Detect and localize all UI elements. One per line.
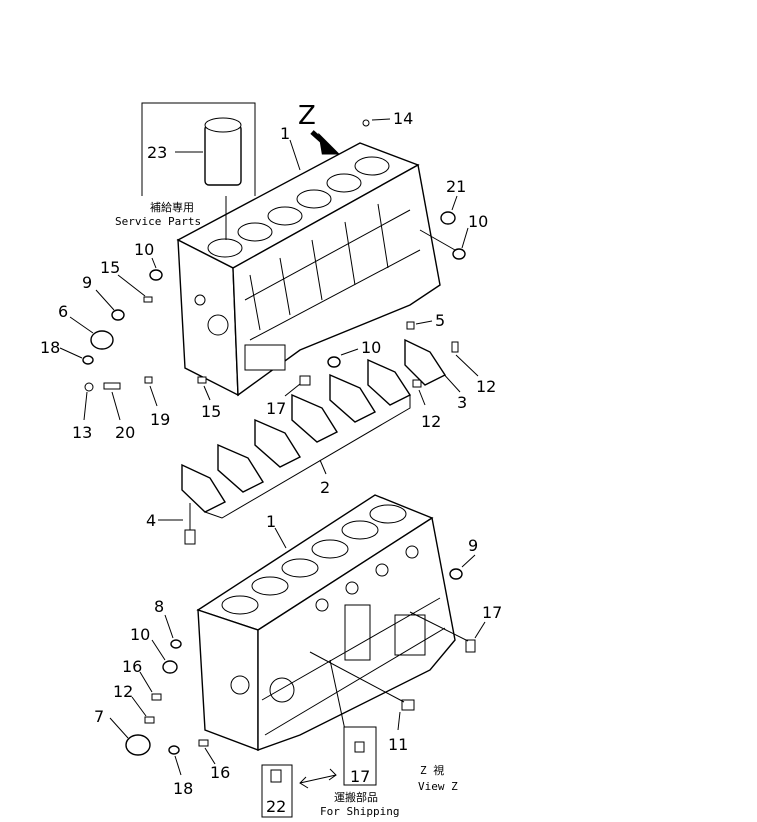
view-z-caption: Z 視 View Z [418,763,458,793]
main-bearing-caps: 2 [181,338,447,519]
label-11: 11 [388,735,408,754]
upper-labels: 1 14 21 10 10 15 9 6 18 13 20 [40,109,496,442]
exchange-arrow-icon [299,768,337,789]
label-2: 2 [320,478,330,497]
label-10-center: 10 [361,338,381,357]
label-17-upper: 17 [266,399,286,418]
label-20: 20 [115,423,135,442]
view-z-marker: Z [298,101,316,131]
label-13: 13 [72,423,92,442]
lower-labels: 1 9 17 8 10 16 12 7 18 16 11 [94,512,502,798]
shipping-jp: 運搬部品 [334,790,378,804]
view-z-arrow-icon [310,130,341,155]
label-18-lower: 18 [173,779,193,798]
service-parts-box: 23 補給専用 Service Parts [115,102,256,240]
upper-cylinder-block [176,142,441,397]
label-18-upper: 18 [40,338,60,357]
label-19: 19 [150,410,170,429]
main-bolt: 4 [146,503,196,545]
label-12-low: 12 [421,412,441,431]
view-z-en: View Z [418,780,458,793]
label-7: 7 [94,707,104,726]
label-14: 14 [393,109,413,128]
label-12-lower: 12 [113,682,133,701]
label-15-top: 15 [100,258,120,277]
label-9-lower: 9 [468,536,478,555]
label-1-upper: 1 [280,124,290,143]
label-5: 5 [435,311,445,330]
label-17-shipping: 17 [350,767,370,786]
shipping-box: 17 22 運搬部品 For Shipping [261,659,399,818]
label-17-lower: 17 [482,603,502,622]
label-9-upper: 9 [82,273,92,292]
label-4: 4 [146,511,156,530]
label-3: 3 [457,393,467,412]
service-parts-en: Service Parts [115,215,201,228]
label-10-left: 10 [134,240,154,259]
view-z-jp: Z 視 [420,763,444,777]
label-15-bottom: 15 [201,402,221,421]
label-16-top: 16 [122,657,142,676]
label-12-right: 12 [476,377,496,396]
label-16-bottom: 16 [210,763,230,782]
label-21: 21 [446,177,466,196]
label-1-lower: 1 [266,512,276,531]
service-parts-jp: 補給専用 [150,200,194,214]
lower-cylinder-block [196,494,456,752]
label-23: 23 [147,143,167,162]
label-8: 8 [154,597,164,616]
label-6: 6 [58,302,68,321]
label-10-right: 10 [468,212,488,231]
shipping-en: For Shipping [320,805,399,818]
label-22: 22 [266,797,286,816]
label-10-lower: 10 [130,625,150,644]
